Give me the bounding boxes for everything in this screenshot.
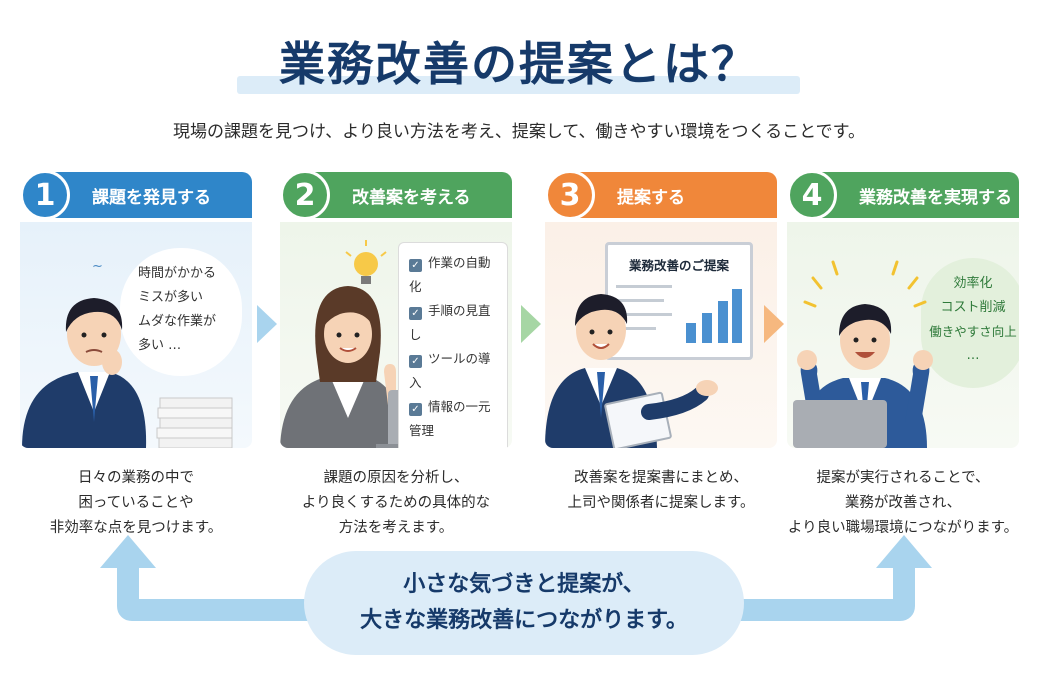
arrow-right-1 bbox=[257, 305, 277, 343]
checklist-item: ✓作業の自動化 bbox=[409, 255, 491, 294]
arrow-right-2 bbox=[521, 305, 541, 343]
bubble-line: 効率化 bbox=[953, 276, 993, 291]
checklist-item: ✓ツールの導入 bbox=[409, 351, 491, 390]
step-4-panel: 効率化 コスト削減 働きやすさ向上 … bbox=[787, 222, 1019, 448]
step-1-description: 日々の業務の中で 困っていることや 非効率な点を見つけます。 bbox=[49, 470, 223, 536]
step-4-label: 業務改善を実現する bbox=[859, 187, 1012, 208]
step-2-panel: ✓作業の自動化 ✓手順の見直し ✓ツールの導入 ✓情報の一元管理 … bbox=[280, 222, 512, 448]
arrow-right-3 bbox=[764, 305, 784, 343]
step-3-tab: 提案する bbox=[565, 172, 777, 218]
checklist-item: ✓情報の一元管理 bbox=[409, 399, 491, 438]
step-1-tab: 課題を発見する bbox=[40, 172, 252, 218]
step-4-bubble: 効率化 コスト削減 働きやすさ向上 … bbox=[921, 258, 1019, 388]
step-2-checklist: ✓作業の自動化 ✓手順の見直し ✓ツールの導入 ✓情報の一元管理 … bbox=[398, 242, 508, 448]
step-1: 課題を発見する 1 時間がかかる ミスが多い ムダな作業が 多い … ~ bbox=[20, 170, 252, 541]
step-2-number: 2 bbox=[280, 170, 330, 220]
bottom-message: 小さな気づきと提案が、 大きな業務改善につながります。 bbox=[304, 551, 744, 655]
step-2: 改善案を考える 2 ✓作業の自動化 ✓手順の見直し bbox=[280, 170, 512, 541]
svg-text:~: ~ bbox=[92, 259, 103, 274]
title-underline bbox=[237, 76, 800, 94]
step-4-number: 4 bbox=[787, 170, 837, 220]
lightbulb-icon bbox=[345, 240, 387, 284]
worried-businessman-illustration: ~ bbox=[22, 259, 233, 448]
bottom-message-line-2: 大きな業務改善につながります。 bbox=[360, 608, 688, 633]
subtitle: 現場の課題を見つけ、より良い方法を考え、提案して、働きやすい環境をつくることです… bbox=[173, 122, 865, 142]
step-2-tab: 改善案を考える bbox=[300, 172, 512, 218]
step-4: 業務改善を実現する 4 効率化 コスト削減 働きやすさ向上 … bbox=[787, 170, 1019, 541]
step-3-label: 提案する bbox=[617, 187, 685, 208]
bubble-line: … bbox=[966, 348, 980, 363]
bubble-line: 多い … bbox=[138, 338, 182, 353]
page-title: 業務改善の提案とは？ bbox=[279, 37, 759, 91]
step-1-panel: 時間がかかる ミスが多い ムダな作業が 多い … ~ bbox=[20, 222, 252, 448]
checkbox-icon: ✓ bbox=[409, 259, 422, 272]
bubble-line: 時間がかかる bbox=[138, 266, 217, 281]
proposal-board-title: 業務改善のご提案 bbox=[628, 258, 729, 273]
step-2-description: 課題の原因を分析し、 より良くするための具体的な 方法を考えます。 bbox=[301, 470, 491, 536]
step-1-label: 課題を発見する bbox=[92, 187, 211, 208]
celebrating-businessman-illustration bbox=[793, 260, 933, 448]
bottom-message-line-1: 小さな気づきと提案が、 bbox=[403, 572, 645, 597]
step-1-bubble: 時間がかかる ミスが多い ムダな作業が 多い … bbox=[120, 248, 242, 376]
checklist-item: ✓手順の見直し bbox=[409, 303, 491, 342]
step-3-number: 3 bbox=[545, 170, 595, 220]
proposal-board: 業務改善のご提案 bbox=[605, 242, 753, 360]
checkbox-icon: ✓ bbox=[409, 355, 422, 368]
bubble-line: ミスが多い bbox=[138, 290, 204, 305]
bubble-line: ムダな作業が bbox=[138, 314, 217, 329]
bar-chart-icon bbox=[616, 285, 742, 343]
checklist-ellipsis: … bbox=[409, 443, 497, 449]
step-4-description: 提案が実行されることで、 業務が改善され、 より良い職場環境につながります。 bbox=[787, 470, 1019, 536]
bubble-line: 働きやすさ向上 bbox=[929, 324, 1017, 339]
step-3-description: 改善案を提案書にまとめ、 上司や関係者に提案します。 bbox=[567, 470, 755, 511]
step-4-tab: 業務改善を実現する bbox=[807, 172, 1019, 218]
presenting-businessman-illustration bbox=[545, 294, 718, 448]
step-3-panel: 業務改善のご提案 bbox=[545, 222, 777, 448]
bubble-line: コスト削減 bbox=[940, 300, 1006, 315]
checkbox-icon: ✓ bbox=[409, 403, 422, 416]
step-2-label: 改善案を考える bbox=[352, 187, 471, 208]
checkbox-icon: ✓ bbox=[409, 307, 422, 320]
step-3: 提案する 3 業務改善のご提案 bbox=[545, 170, 777, 516]
step-1-number: 1 bbox=[20, 170, 70, 220]
